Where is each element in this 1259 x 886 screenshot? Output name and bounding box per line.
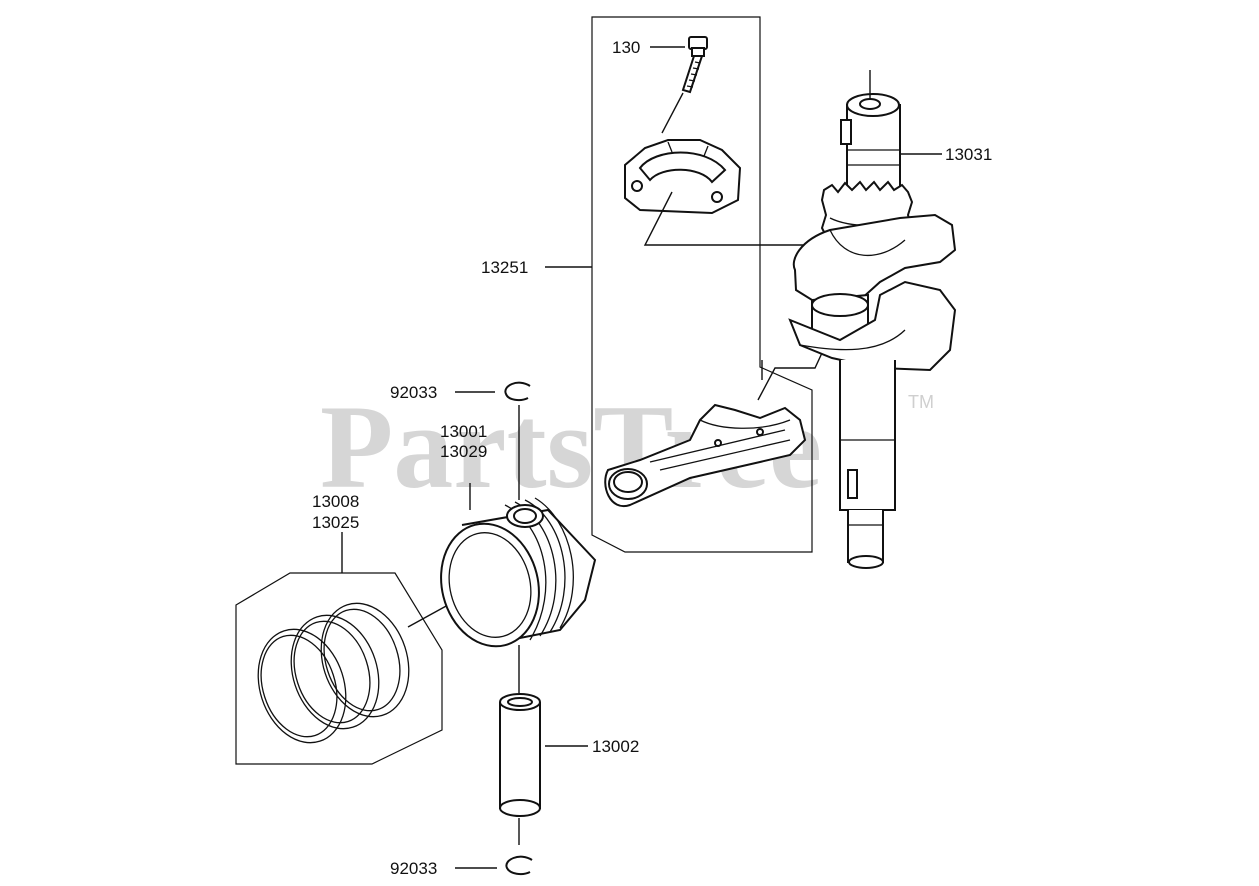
piston-pin[interactable] <box>499 693 541 817</box>
leader-cap-to-crankpin <box>643 191 812 246</box>
callout-92033-top[interactable]: 92033 <box>390 383 437 402</box>
circlip-top[interactable] <box>504 381 531 402</box>
callout-13251[interactable]: 13251 <box>481 258 528 277</box>
callout-13002[interactable]: 13002 <box>592 737 639 756</box>
callout-13008[interactable]: 13008 <box>312 492 359 511</box>
watermark-trademark: TM <box>908 392 934 412</box>
connecting-rod-cap[interactable] <box>624 139 742 215</box>
circlip-bottom[interactable] <box>505 855 533 876</box>
callout-92033-bottom[interactable]: 92033 <box>390 859 437 878</box>
callout-130[interactable]: 130 <box>612 38 640 57</box>
callout-13031[interactable]: 13031 <box>945 145 992 164</box>
piston[interactable] <box>428 497 597 657</box>
connecting-rod-kit-outline <box>591 16 813 553</box>
leader-bolt-to-cap <box>661 92 684 134</box>
callout-13025[interactable]: 13025 <box>312 513 359 532</box>
connecting-rod[interactable] <box>604 403 807 508</box>
callout-13001[interactable]: 13001 <box>440 422 487 441</box>
piston-ring-set[interactable] <box>244 592 423 754</box>
bolt-130[interactable] <box>681 36 708 94</box>
crankshaft[interactable] <box>788 93 957 569</box>
piston-ring-set-outline <box>235 572 443 765</box>
callout-13029[interactable]: 13029 <box>440 442 487 461</box>
